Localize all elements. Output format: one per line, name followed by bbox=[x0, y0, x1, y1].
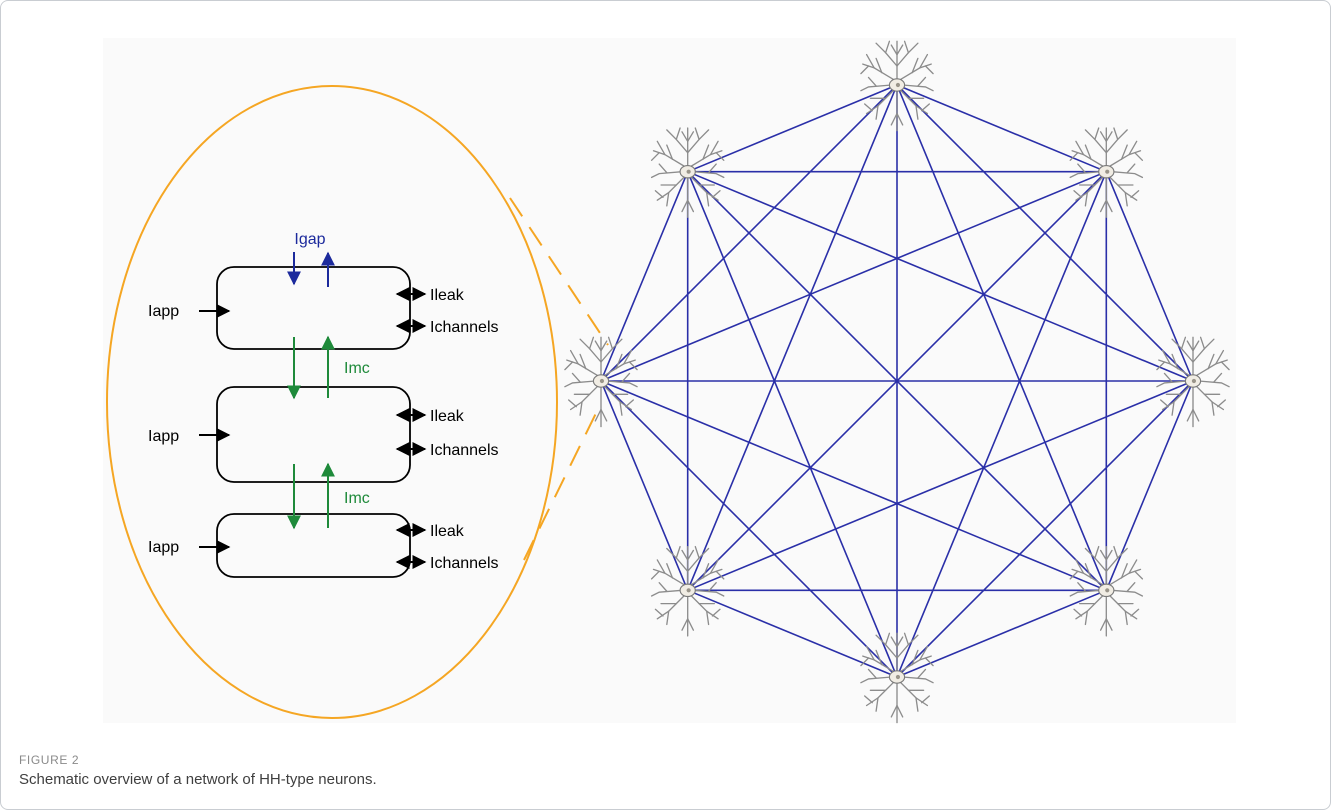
network-edge bbox=[600, 380, 1107, 592]
leak-current-label-3: Ileak bbox=[430, 523, 465, 540]
neuron-icon bbox=[650, 545, 725, 637]
channel-current-label-2: Ichannels bbox=[430, 442, 499, 459]
gap-current-label: Igap bbox=[294, 231, 325, 248]
network-edge bbox=[896, 589, 1107, 678]
zoom-ellipse bbox=[106, 85, 558, 719]
network-edge bbox=[600, 380, 898, 678]
neuron-icon bbox=[1156, 336, 1230, 428]
network-edge bbox=[687, 589, 898, 678]
neuron-icon bbox=[564, 336, 638, 428]
network-edge bbox=[687, 380, 1194, 592]
network-edge bbox=[600, 170, 1107, 382]
leak-current-label-2: Ileak bbox=[430, 408, 465, 425]
network-edge bbox=[896, 171, 1108, 678]
leak-current-label-1: Ileak bbox=[430, 287, 465, 304]
network-edge bbox=[686, 171, 898, 678]
neuron-icon bbox=[650, 127, 725, 218]
applied-current-label-1: Iapp bbox=[148, 303, 179, 320]
network-edge bbox=[1105, 380, 1194, 591]
neuron-icon bbox=[1069, 545, 1144, 637]
network-edge bbox=[600, 380, 689, 591]
figure-label: FIGURE 2 bbox=[19, 753, 80, 767]
network-edge bbox=[686, 84, 898, 591]
channel-current-label-1: Ichannels bbox=[430, 319, 499, 336]
mc-current-label-1: Imc bbox=[344, 360, 370, 377]
zoom-connector-top bbox=[509, 197, 609, 346]
compartment-1 bbox=[216, 266, 411, 350]
mc-current-label-2: Imc bbox=[344, 490, 370, 507]
zoom-connector-bottom bbox=[523, 404, 601, 561]
applied-current-label-3: Iapp bbox=[148, 539, 179, 556]
network-edge bbox=[687, 171, 1107, 591]
compartment-3 bbox=[216, 513, 411, 578]
neuron-icon bbox=[860, 632, 934, 724]
neuron-icon bbox=[860, 40, 934, 132]
channel-current-label-3: Ichannels bbox=[430, 555, 499, 572]
network-edges bbox=[600, 84, 1194, 678]
network-edge bbox=[687, 84, 898, 173]
network-edge bbox=[896, 84, 1107, 173]
neuron-icon bbox=[1069, 127, 1144, 218]
applied-current-label-2: Iapp bbox=[148, 428, 179, 445]
compartment-2 bbox=[216, 386, 411, 483]
network-edge bbox=[687, 170, 1194, 382]
figure-caption: Schematic overview of a network of HH-ty… bbox=[19, 771, 377, 788]
network-edge bbox=[896, 84, 1108, 591]
network-edge bbox=[600, 171, 689, 382]
network-edge bbox=[1105, 171, 1194, 382]
